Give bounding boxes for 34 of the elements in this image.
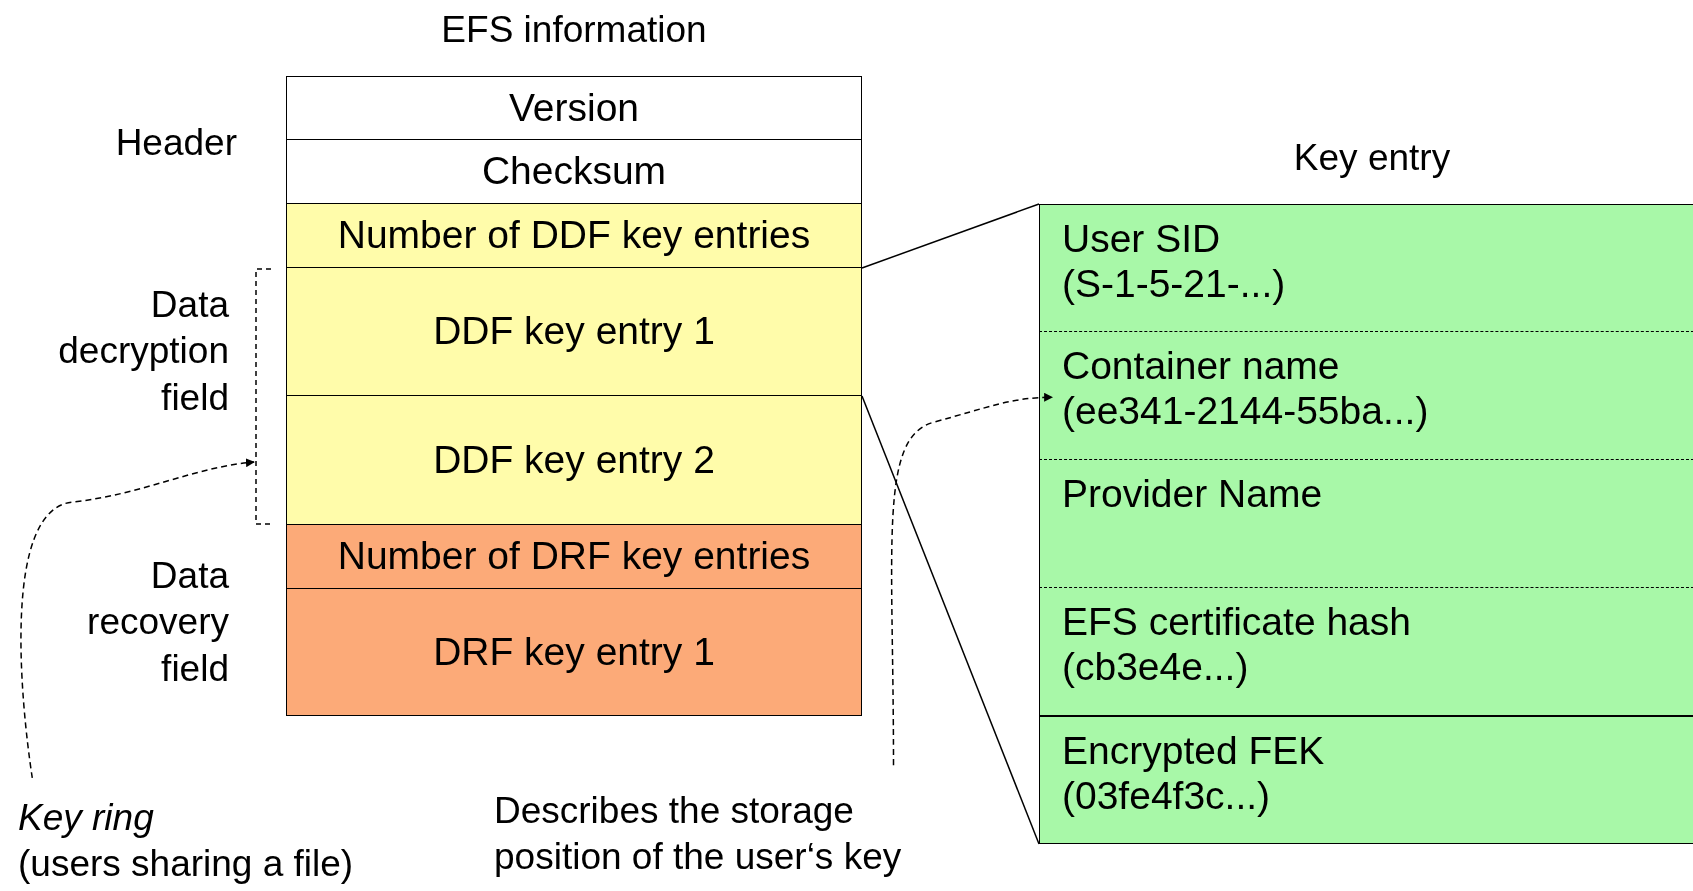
- field-name: Encrypted FEK: [1062, 729, 1326, 774]
- field-name: Container name: [1062, 344, 1341, 389]
- expansion-line: [861, 395, 1040, 845]
- table-row: Checksum: [286, 140, 862, 204]
- table-row: Number of DRF key entries: [286, 525, 862, 589]
- table-row: [1039, 716, 1693, 844]
- field-name: Provider Name: [1062, 472, 1324, 517]
- callout-note: Describes the storage position of the user‘s key: [494, 789, 903, 880]
- field-name: EFS certificate hash: [1062, 600, 1412, 645]
- table-row: Version: [286, 76, 862, 140]
- section-label: Header: [114, 121, 237, 165]
- block-title: Key entry: [1293, 136, 1451, 180]
- field-value: (03fe4f3c...): [1062, 773, 1272, 819]
- callout-title: Key ring: [18, 796, 155, 840]
- table-row: [1039, 204, 1693, 332]
- section-label: Data recovery field: [86, 554, 229, 691]
- table-row: [1039, 588, 1693, 716]
- table-title: EFS information: [441, 8, 707, 52]
- arrow: [20, 458, 255, 779]
- table-row: DRF key entry 1: [286, 589, 862, 716]
- field-value: (S-1-5-21-...): [1062, 261, 1287, 307]
- arrow: [890, 392, 1054, 766]
- bracket: [254, 268, 271, 525]
- field-name: User SID: [1062, 217, 1222, 262]
- field-value: (ee341-2144-55ba...): [1062, 388, 1430, 434]
- expansion-line: [861, 203, 1040, 269]
- table-row: DDF key entry 1: [286, 268, 862, 396]
- field-value: (cb3e4e...): [1062, 644, 1250, 690]
- section-label: Data decryption field: [57, 283, 229, 420]
- callout-note: (users sharing a file): [18, 842, 355, 887]
- table-row: DDF key entry 2: [286, 396, 862, 525]
- table-row: [1039, 460, 1693, 588]
- table-row: [1039, 332, 1693, 460]
- table-row: Number of DDF key entries: [286, 204, 862, 268]
